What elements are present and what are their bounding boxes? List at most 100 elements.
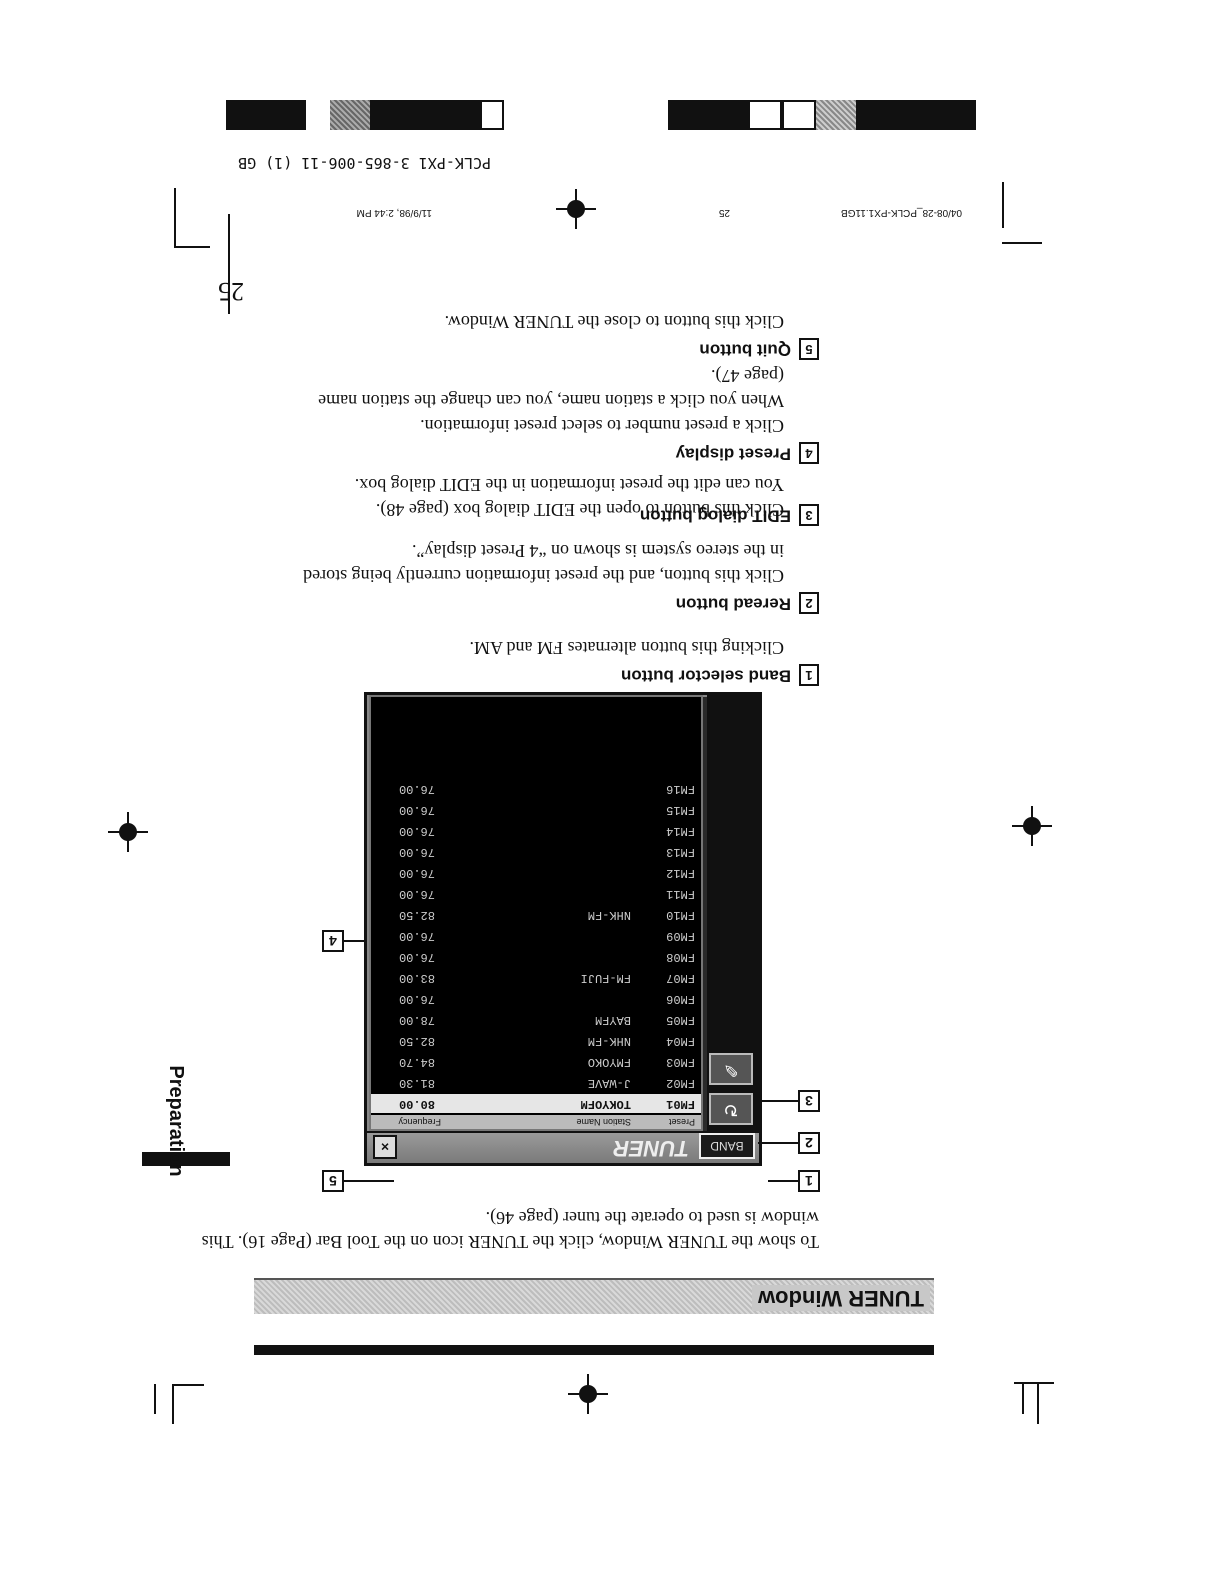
station-name[interactable]: FM-FUJI [580, 971, 631, 985]
callout-line [768, 1180, 798, 1182]
preset-number[interactable]: FM08 [666, 950, 695, 964]
preset-row[interactable]: FM11 76.00 [371, 884, 701, 903]
preset-number[interactable]: FM12 [666, 866, 695, 880]
preset-number[interactable]: FM16 [666, 782, 695, 796]
quit-button[interactable]: × [373, 1135, 397, 1159]
frequency: 76.00 [398, 887, 435, 901]
edit-icon: ✎ [723, 1059, 739, 1080]
station-name[interactable]: BAYFM [594, 1013, 631, 1027]
frequency: 76.00 [398, 866, 435, 880]
registration-mark-icon [1012, 806, 1052, 846]
preset-number[interactable]: FM07 [666, 971, 695, 985]
preset-row[interactable]: FM07 FM-FUJI 83.00 [371, 968, 701, 987]
header-rule [254, 1345, 934, 1355]
section-title-bar: TUNER Window [254, 1278, 934, 1314]
preset-row[interactable]: FM01 TOKYOFM 80.00 [371, 1094, 701, 1113]
crop-mark [1022, 1384, 1024, 1414]
preset-number[interactable]: FM14 [666, 824, 695, 838]
reread-icon: ↻ [723, 1099, 739, 1120]
preset-row[interactable]: FM14 76.00 [371, 821, 701, 840]
intro-text: To show the TUNER Window, click the TUNE… [201, 1208, 819, 1252]
item-1-heading: 1Band selector button [621, 664, 819, 686]
tool-column: ↻ ✎ [707, 695, 759, 1131]
band-selector-button[interactable]: BAND [699, 1133, 755, 1159]
column-station-name: Station Name [576, 1117, 631, 1127]
callout-line [758, 1100, 798, 1102]
frequency: 80.00 [398, 1097, 435, 1111]
frequency: 76.00 [398, 845, 435, 859]
crop-mark [172, 1384, 174, 1424]
print-bar [668, 100, 976, 130]
tuner-window: BAND TUNER × ↻ ✎ Preset Station Name Fre… [364, 692, 762, 1166]
callout-line [344, 940, 366, 942]
frequency: 76.00 [398, 950, 435, 964]
preset-row[interactable]: FM05 BAYFM 78.00 [371, 1010, 701, 1029]
edit-dialog-button[interactable]: ✎ [709, 1053, 753, 1085]
crop-mark [1002, 242, 1042, 244]
preset-number[interactable]: FM10 [666, 908, 695, 922]
crop-mark [174, 188, 176, 248]
preset-row[interactable]: FM15 76.00 [371, 800, 701, 819]
callout-2: 2 [798, 1132, 820, 1154]
preset-number[interactable]: FM04 [666, 1034, 695, 1048]
registration-mark-icon [568, 1374, 608, 1414]
preset-number[interactable]: FM05 [666, 1013, 695, 1027]
item-4-heading: 4Preset display [676, 442, 819, 464]
preset-row[interactable]: FM13 76.00 [371, 842, 701, 861]
frequency: 76.00 [398, 824, 435, 838]
registration-mark-icon [556, 189, 596, 229]
station-name[interactable]: TOKYOFM [580, 1097, 631, 1111]
station-name[interactable]: J-WAVE [587, 1076, 631, 1090]
preset-row[interactable]: FM04 NHK-FM 82.50 [371, 1031, 701, 1050]
footer-date: 11/9/98, 2:44 PM [356, 207, 432, 218]
reread-button[interactable]: ↻ [709, 1093, 753, 1125]
callout-3: 3 [798, 1090, 820, 1112]
item-4-text: Click a preset number to select preset i… [318, 366, 784, 436]
footer-file: 04/08-28_PCLK-PX1.11GB [840, 207, 962, 218]
preset-display: Preset Station Name Frequency FM01 TOKYOF… [369, 695, 703, 1131]
preset-number[interactable]: FM06 [666, 992, 695, 1006]
page-number: 25 [218, 277, 244, 306]
print-bar [226, 100, 504, 130]
tuner-title: TUNER [613, 1136, 689, 1161]
preset-row[interactable]: FM08 76.00 [371, 947, 701, 966]
preset-row[interactable]: FM03 FMYOKO 84.70 [371, 1052, 701, 1071]
callout-4: 4 [322, 930, 344, 952]
registration-mark-icon [108, 812, 148, 852]
preset-number[interactable]: FM01 [666, 1097, 695, 1111]
preset-row[interactable]: FM12 76.00 [371, 863, 701, 882]
frequency: 84.70 [398, 1055, 435, 1069]
section-side-label: Preparation [165, 1065, 187, 1177]
crop-mark [1002, 182, 1004, 228]
frequency: 82.50 [398, 1034, 435, 1048]
preset-number[interactable]: FM02 [666, 1076, 695, 1090]
preset-number[interactable]: FM13 [666, 845, 695, 859]
frequency: 83.00 [398, 971, 435, 985]
item-2-heading: 2Reread button [676, 592, 819, 614]
crop-mark [1014, 1382, 1054, 1384]
preset-number[interactable]: FM03 [666, 1055, 695, 1069]
preset-number[interactable]: FM11 [666, 887, 695, 901]
callout-1: 1 [798, 1170, 820, 1192]
preset-column-header: Preset Station Name Frequency [371, 1115, 701, 1129]
crop-mark [154, 1384, 156, 1414]
preset-number[interactable]: FM09 [666, 929, 695, 943]
frequency: 76.00 [398, 803, 435, 817]
callout-5: 5 [322, 1170, 344, 1192]
column-preset: Preset [668, 1117, 695, 1127]
station-name[interactable]: NHK-FM [587, 908, 631, 922]
section-title: TUNER Window [752, 1285, 930, 1311]
footer-code: PCLK-PX1 3-865-006-11 (1) GB [238, 154, 491, 172]
frequency: 78.00 [398, 1013, 435, 1027]
station-name[interactable]: NHK-FM [587, 1034, 631, 1048]
station-name[interactable]: FMYOKO [587, 1055, 631, 1069]
item-5-heading: 5Quit button [699, 338, 819, 360]
preset-number[interactable]: FM15 [666, 803, 695, 817]
crop-mark [174, 246, 210, 248]
item-3-text: Click this button to open the EDIT dialo… [354, 475, 784, 520]
